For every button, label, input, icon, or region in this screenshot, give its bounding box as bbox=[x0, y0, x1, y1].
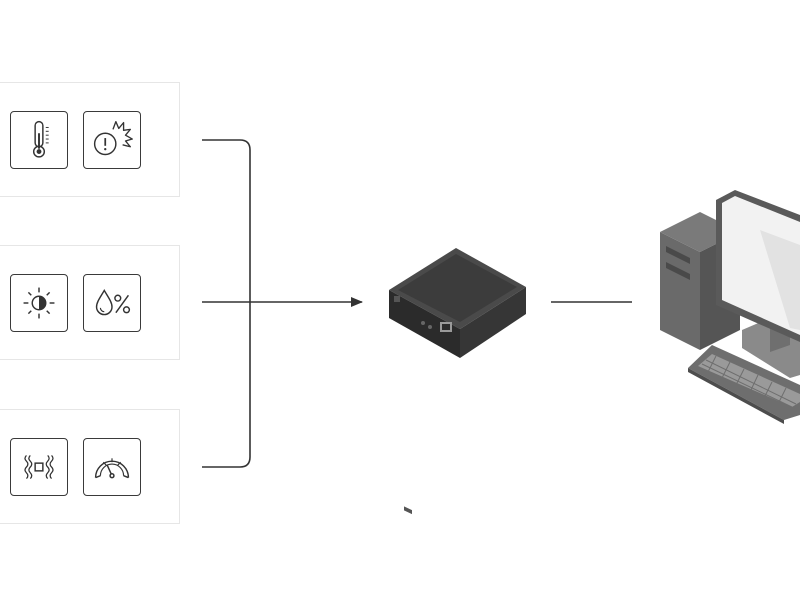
pressure-gauge-icon bbox=[94, 458, 130, 479]
sensor-tile-impact bbox=[83, 111, 141, 169]
sensor-tile-light bbox=[10, 274, 68, 332]
sensor-tile-humidity bbox=[83, 274, 141, 332]
sensor-tile-vibration bbox=[10, 438, 68, 496]
sensor-tile-thermometer bbox=[10, 111, 68, 169]
light-brightness-icon bbox=[23, 287, 55, 319]
sensor-bus-bracket bbox=[202, 139, 251, 468]
impact-alert-icon bbox=[93, 120, 133, 156]
sensor-group-card-1 bbox=[0, 82, 180, 197]
humidity-percent-icon bbox=[95, 288, 131, 316]
vibration-icon bbox=[24, 454, 54, 480]
desktop-computer-icon bbox=[660, 190, 800, 424]
gateway-device-icon bbox=[389, 248, 526, 515]
thermometer-icon bbox=[32, 120, 49, 158]
sensor-group-card-2 bbox=[0, 245, 180, 360]
sensor-group-card-3 bbox=[0, 409, 180, 524]
sensor-tile-pressure bbox=[83, 438, 141, 496]
